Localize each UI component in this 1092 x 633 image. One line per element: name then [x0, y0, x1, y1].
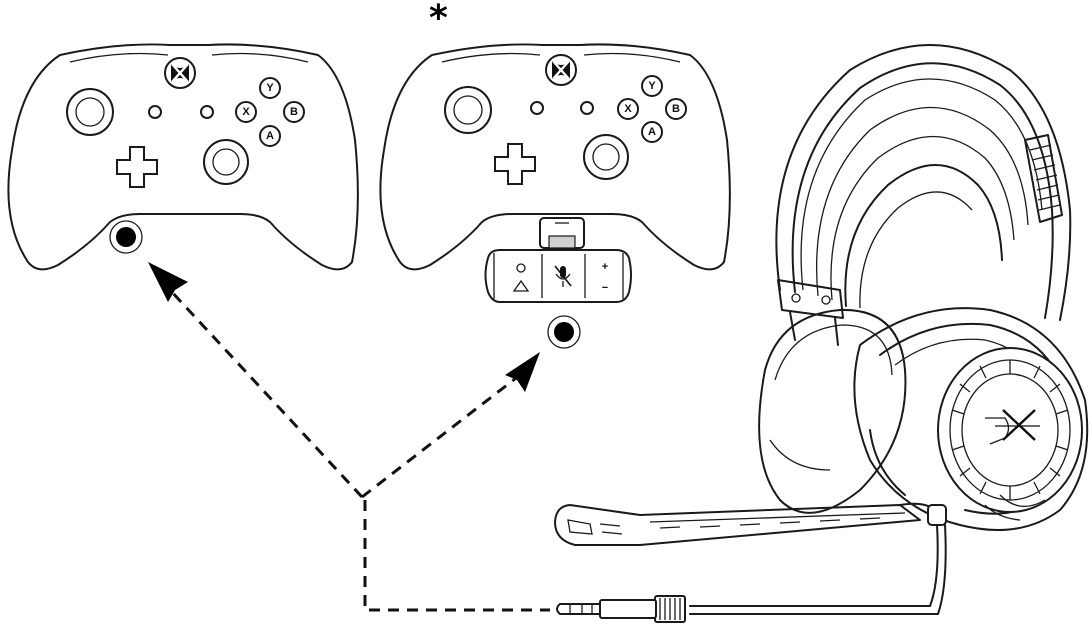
dashed-path-to-left-jack: [168, 288, 364, 499]
menu-button: [200, 105, 214, 119]
ear-cup-vents: [951, 360, 1069, 500]
xbox-logo-icon: [164, 57, 196, 89]
view-button: [530, 101, 544, 115]
plug-tip: [556, 603, 601, 615]
controller-right: Y X B A: [379, 43, 731, 349]
button-b-label: B: [290, 106, 298, 118]
connection-paths: [148, 262, 550, 612]
view-button: [148, 105, 162, 119]
button-y: [641, 75, 663, 97]
button-a-label: A: [266, 130, 274, 142]
button-y-label: Y: [648, 80, 656, 92]
ear-cup-plate: [937, 347, 1083, 513]
left-thumbstick: [66, 88, 114, 136]
face-buttons-right: Y X B A: [617, 75, 687, 143]
headband: [775, 44, 1072, 321]
arrow-icon: [148, 262, 188, 302]
headset-jack-left: [109, 220, 143, 254]
button-x-label: X: [242, 106, 250, 118]
dashed-path-to-plug: [363, 500, 550, 612]
stereo-headset-adapter: + −: [484, 217, 632, 303]
button-y-label: Y: [266, 82, 274, 94]
button-b-label: B: [672, 103, 680, 115]
right-thumbstick: [583, 134, 629, 180]
headset: [554, 44, 1089, 623]
button-b: [283, 101, 305, 123]
button-x: [235, 101, 257, 123]
yoke: [777, 279, 844, 319]
audio-jack-icon: [556, 595, 686, 623]
arrow-icon: [505, 352, 540, 392]
plug-housing: [599, 599, 657, 619]
headset-cable: [689, 524, 939, 607]
xbox-logo-icon: [545, 54, 577, 86]
volume-down-label: −: [602, 282, 608, 294]
boom-microphone: [554, 502, 947, 546]
button-a: [641, 121, 663, 143]
dpad-icon: [494, 143, 536, 185]
dpad-icon: [116, 146, 158, 188]
button-a-label: A: [648, 126, 656, 138]
button-a: [259, 125, 281, 147]
headset-jack-adapter: [547, 315, 581, 349]
button-b: [665, 98, 687, 120]
right-thumbstick: [203, 139, 249, 185]
front-ear-cup: [853, 307, 1089, 531]
dashed-path-to-adapter-jack: [361, 373, 521, 499]
mic-mute-icon: [554, 265, 572, 287]
button-x: [617, 98, 639, 120]
face-buttons-left: Y X B A: [235, 77, 305, 147]
button-y: [259, 77, 281, 99]
chat-balance-icon: [512, 263, 530, 292]
controller-left: Y X B A: [7, 43, 359, 271]
footnote-asterisk: *: [429, 0, 448, 39]
menu-button: [580, 101, 594, 115]
button-x-label: X: [624, 103, 632, 115]
hyperx-logo-icon: [985, 409, 1040, 445]
volume-up-label: +: [602, 261, 608, 273]
back-ear-cup: [758, 308, 907, 514]
left-thumbstick: [444, 86, 492, 134]
